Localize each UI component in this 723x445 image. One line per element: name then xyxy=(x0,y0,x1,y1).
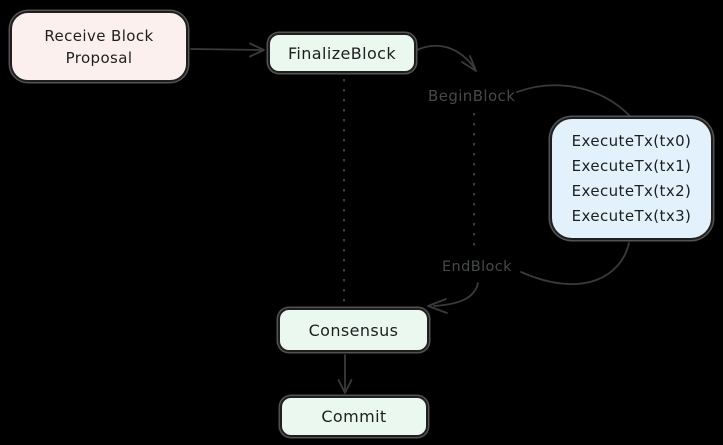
node-consensus: Consensus xyxy=(278,308,429,352)
curve-execute-to-endblock xyxy=(520,242,630,286)
node-receive-label-line2: Proposal xyxy=(65,48,133,67)
arrow-receive-to-finalize xyxy=(190,42,265,58)
execute-tx-line-1: ExecuteTx(tx1) xyxy=(571,156,692,175)
curve-beginblock-to-execute xyxy=(516,84,631,117)
execute-tx-line-3: ExecuteTx(tx3) xyxy=(571,206,692,225)
arrow-endblock-to-consensus xyxy=(427,282,479,314)
node-commit: Commit xyxy=(280,396,428,437)
execute-tx-line-0: ExecuteTx(tx0) xyxy=(571,131,692,150)
execute-tx-line-2: ExecuteTx(tx2) xyxy=(571,181,692,200)
node-consensus-label: Consensus xyxy=(308,320,399,340)
label-begin-block: BeginBlock xyxy=(428,87,516,105)
node-receive-label-line1: Receive Block xyxy=(44,26,154,45)
node-receive-block-proposal: Receive Block Proposal xyxy=(10,11,188,82)
arrow-consensus-to-commit xyxy=(337,354,353,394)
label-end-block: EndBlock xyxy=(442,259,512,275)
node-execute-tx: ExecuteTx(tx0) ExecuteTx(tx1) ExecuteTx(… xyxy=(550,117,713,240)
node-finalize-block: FinalizeBlock xyxy=(268,33,416,73)
node-commit-label: Commit xyxy=(321,407,387,426)
node-finalize-label: FinalizeBlock xyxy=(287,43,397,63)
arrow-finalize-to-beginblock xyxy=(416,44,477,72)
